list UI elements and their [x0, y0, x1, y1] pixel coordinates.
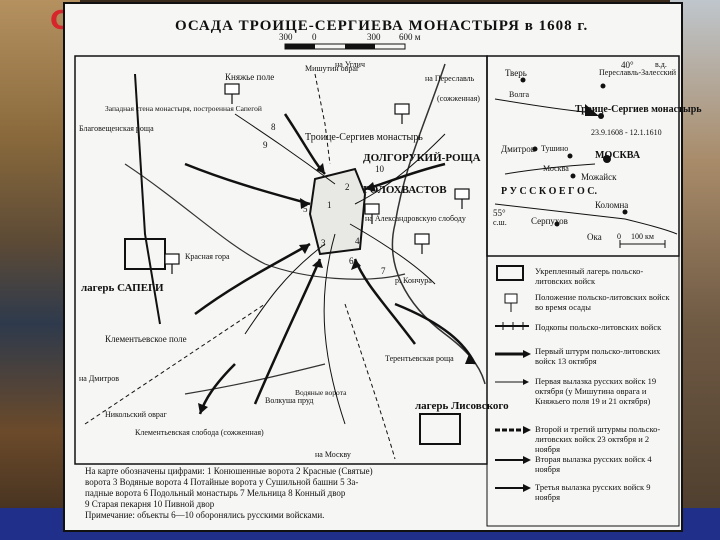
inset-label: Троице-Сергиев монастырь: [575, 104, 702, 115]
siege-map: ОСАДА ТРОИЦЕ-СЕРГИЕВА МОНАСТЫРЯ в 1608 г…: [63, 2, 702, 532]
inset-label: Тверь: [505, 68, 527, 78]
map-label: Никольский овраг: [105, 410, 167, 419]
inset-label: Коломна: [595, 200, 629, 210]
map-label: Западная стена монастыря, построенная Са…: [105, 104, 262, 113]
map-label: (сожженная): [437, 94, 480, 103]
map-label: на Переславль: [425, 74, 475, 83]
map-label: лагерь САПЕГИ: [81, 282, 164, 294]
map-label: лагерь Лисовского: [415, 400, 509, 412]
legend-item: Вторая вылазка русских войск 4 ноября: [535, 454, 652, 474]
inset-scale: 100 км: [631, 232, 654, 241]
map-number: 8: [271, 122, 276, 132]
inset-label: Можайск: [581, 172, 617, 182]
legend-item: Первый штурм польско-литовских войск 13 …: [535, 346, 661, 366]
map-number: 4: [355, 236, 360, 246]
inset-scale: 0: [617, 232, 621, 241]
map-number: 7: [381, 266, 386, 276]
notes-line: На карте обозначены цифрами: 1 Конюшенны…: [85, 466, 373, 476]
map-label: ДОЛГОРУКИЙ-РОЩА: [363, 152, 481, 164]
scale-tick: 600 м: [399, 32, 421, 42]
map-number: 1: [327, 200, 332, 210]
map-drawing: [74, 43, 680, 527]
map-label: Княжье поле: [225, 72, 275, 82]
scale-tick: 300: [279, 32, 293, 42]
inset-label: Волга: [509, 90, 530, 99]
notes-line: 9 Старая пекарня 10 Пивной двор: [85, 499, 215, 509]
map-number: 10: [375, 164, 384, 174]
inset-label: 40°: [621, 60, 634, 70]
inset-label: Москва: [543, 164, 569, 173]
inset-label: Ока: [587, 232, 602, 242]
scale-tick: 300: [367, 32, 381, 42]
legend-item: Подкопы польско-литовских войск: [535, 322, 662, 332]
map-notes: На карте обозначены цифрами: 1 Конюшенны…: [85, 466, 485, 521]
map-label: на Углич: [335, 60, 365, 69]
legend-item: Укрепленный лагерь польско-литовских вой…: [535, 266, 644, 286]
map-label: Терентьевская роща: [385, 354, 454, 363]
map-title: ОСАДА ТРОИЦЕ-СЕРГИЕВА МОНАСТЫРЯ в 1608 г…: [175, 18, 589, 34]
inset-label: Серпухов: [531, 216, 568, 226]
map-label: Водяные ворота: [295, 388, 347, 397]
map-label: на Москву: [315, 450, 351, 459]
legend-item: Положение польско-литовских войск во вре…: [535, 292, 670, 312]
map-number: 6: [349, 256, 354, 266]
inset-label: с.ш.: [493, 218, 507, 227]
legend-item: Третья вылазка русских войск 9 ноября: [535, 482, 651, 502]
inset-label: Переславль-Залесский: [599, 68, 677, 77]
inset-label: Дмитров: [501, 144, 535, 154]
legend-item: Второй и третий штурмы польско-литовских…: [535, 424, 661, 454]
notes-line: Примечание: объекты 6—10 оборонялись рус…: [85, 510, 325, 520]
map-label: Клементьевская слобода (сожженная): [135, 428, 264, 437]
map-label: Красная гора: [185, 252, 230, 261]
map-label: Клементьевское поле: [105, 334, 187, 344]
map-label: на Александровскую слободу: [365, 214, 466, 223]
scale-tick: 0: [312, 32, 317, 42]
scale-bar: [284, 43, 406, 50]
map-number: 3: [321, 238, 326, 248]
inset-label: Р У С С К О Е Г О С.: [501, 186, 597, 197]
map-label: р. Кончура: [395, 276, 432, 285]
map-label: Волкуша пруд: [265, 396, 314, 405]
map-number: 9: [263, 140, 268, 150]
notes-line: ворота 3 Водяные ворота 4 Потайные ворот…: [85, 477, 359, 487]
inset-label: Тушино: [541, 144, 569, 153]
inset-label: МОСКВА: [595, 150, 641, 161]
inset-label: в.д.: [655, 60, 667, 69]
map-number: 5: [303, 204, 308, 214]
notes-line: падные ворота 6 Подольный монастырь 7 Ме…: [85, 488, 346, 498]
inset-label: 55°: [493, 208, 506, 218]
map-label: ГОЛОХВАСТОВ: [363, 184, 447, 196]
map-label: на Дмитров: [79, 374, 120, 383]
map-label: Троице-Сергиев монастырь: [305, 132, 423, 143]
legend-item: Первая вылазка русских войск 19 октября …: [535, 376, 657, 406]
map-number: 2: [345, 182, 350, 192]
map-label: Благовещенская роща: [79, 124, 154, 133]
inset-label: 23.9.1608 - 12.1.1610: [591, 128, 662, 137]
map-label: Мишутин овраг: [305, 64, 360, 73]
